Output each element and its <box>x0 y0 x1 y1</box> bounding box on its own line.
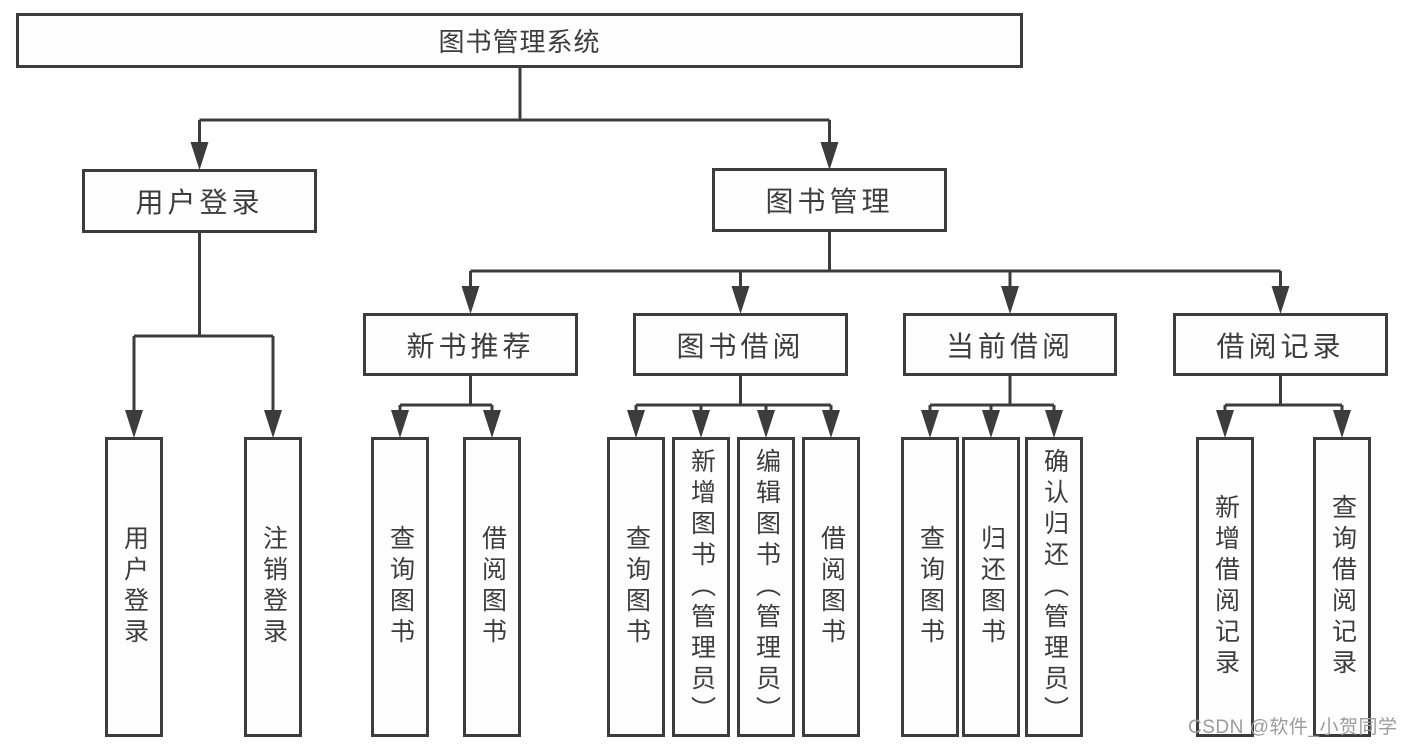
node-book-management: 图书管理 <box>712 168 947 232</box>
connector-shafts <box>132 68 1344 414</box>
node-library-management-system: 图书管理系统 <box>16 13 1023 68</box>
leaf-query-books-current: 查询图书 <box>901 437 959 737</box>
leaf-return-books: 归还图书 <box>962 437 1020 737</box>
leaf-logout: 注销登录 <box>244 437 302 737</box>
leaf-add-books-admin: 新增图书（管理员） <box>672 437 730 737</box>
leaf-query-borrow-record: 查询借阅记录 <box>1313 437 1371 737</box>
leaf-query-books-recommend: 查询图书 <box>371 437 429 737</box>
leaf-edit-books-admin: 编辑图书（管理员） <box>737 437 795 737</box>
node-user-login: 用户登录 <box>82 169 317 233</box>
leaf-borrow-books: 借阅图书 <box>802 437 860 737</box>
node-new-book-recommendation: 新书推荐 <box>363 313 578 376</box>
csdn-watermark: CSDN @软件_小贺同学 <box>1188 717 1398 738</box>
leaf-user-login: 用户登录 <box>105 437 163 737</box>
leaf-add-borrow-record: 新增借阅记录 <box>1196 437 1254 737</box>
leaf-confirm-return-admin: 确认归还（管理员） <box>1025 437 1083 737</box>
arrowheads <box>125 142 1351 438</box>
leaf-query-books-borrow: 查询图书 <box>607 437 665 737</box>
node-borrowing-records: 借阅记录 <box>1173 313 1388 376</box>
node-book-borrowing: 图书借阅 <box>633 313 848 376</box>
node-current-borrowing: 当前借阅 <box>903 313 1117 376</box>
leaf-borrow-books-recommend: 借阅图书 <box>463 437 521 737</box>
